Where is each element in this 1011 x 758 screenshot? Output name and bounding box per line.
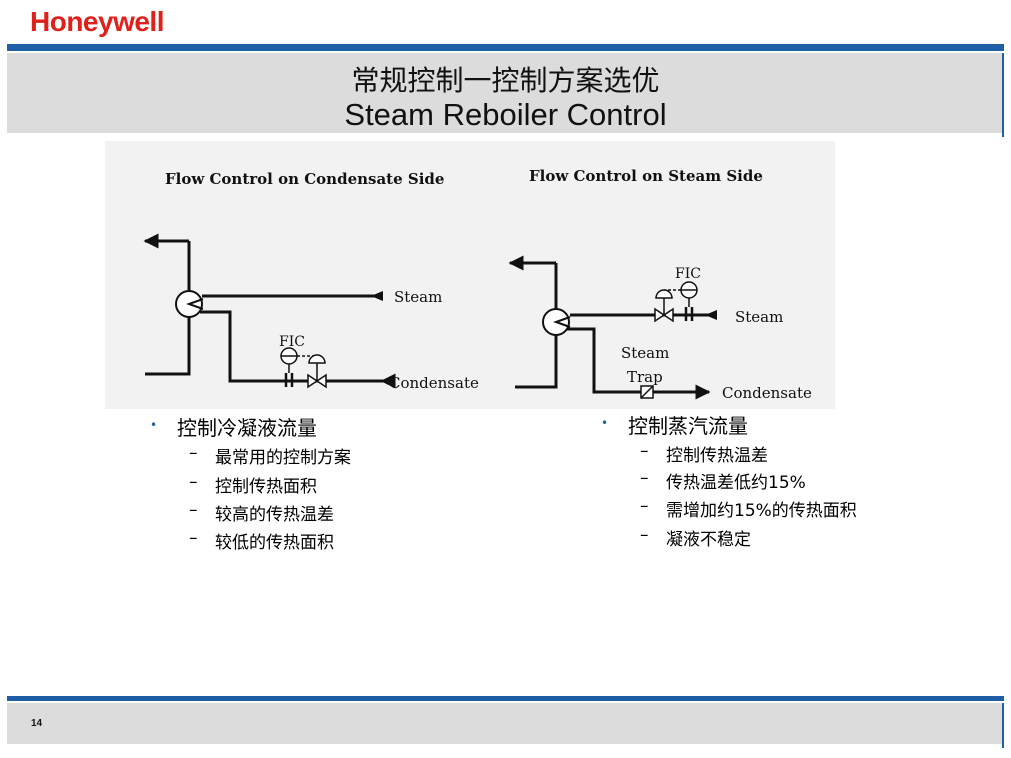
left-main-bullet: • 控制冷凝液流量	[150, 412, 317, 441]
honeywell-logo: Honeywell	[30, 6, 164, 37]
left-fic-label: FIC	[279, 334, 305, 350]
footer-rule	[7, 696, 1004, 701]
right-fic-label: FIC	[675, 266, 701, 282]
right-steam-label: Steam	[735, 308, 783, 326]
header-rule	[7, 44, 1004, 51]
footer-right-rule	[1002, 703, 1004, 748]
right-steam-trap-label-1: Steam	[621, 344, 669, 362]
left-steam-arrowhead	[371, 291, 383, 301]
right-sub-item: –凝液不稳定	[640, 525, 751, 550]
left-main-bullet-text: 控制冷凝液流量	[177, 416, 317, 440]
right-condensate-label: Condensate	[722, 384, 812, 402]
left-sub-item: –较高的传热温差	[189, 500, 334, 525]
right-sub-item: –控制传热温差	[640, 441, 768, 466]
diagram-panel	[105, 141, 835, 409]
left-sub-item: –控制传热面积	[189, 472, 317, 497]
right-sub-item: –需增加约15%的传热面积	[640, 496, 857, 521]
steam-trap-icon	[640, 385, 654, 399]
page-title-cn: 常规控制一控制方案选优	[351, 64, 660, 97]
reboiler-diagram: Flow Control on Condensate Side Steam FI…	[143, 167, 812, 402]
page-title-en: Steam Reboiler Control	[344, 97, 667, 132]
left-diagram-heading: Flow Control on Condensate Side	[165, 170, 444, 188]
title-band: 常规控制一控制方案选优 Steam Reboiler Control	[7, 53, 1004, 133]
left-reboiler-pump-icon	[175, 290, 204, 318]
right-fic-instrument	[664, 281, 698, 321]
right-steam-trap-label-2: Trap	[627, 368, 663, 386]
left-sub-item: –最常用的控制方案	[189, 443, 351, 468]
right-sub-item: –传热温差低约15%	[640, 468, 806, 493]
right-main-bullet: • 控制蒸汽流量	[601, 410, 748, 439]
right-reboiler-pump-icon	[542, 308, 571, 336]
right-steam-arrowhead	[705, 310, 717, 320]
header-right-rule	[1002, 53, 1004, 137]
right-control-valve-icon	[654, 289, 674, 323]
footer-band: 14	[7, 703, 1004, 744]
left-control-valve-icon	[307, 354, 327, 389]
left-fic-instrument	[280, 347, 317, 387]
page-number: 14	[31, 718, 43, 729]
right-diagram-heading: Flow Control on Steam Side	[529, 167, 763, 185]
left-steam-label: Steam	[394, 288, 442, 306]
left-condensate-label: Condensate	[389, 374, 479, 392]
bullet-dot-icon: •	[601, 416, 609, 430]
bullet-dot-icon: •	[150, 418, 158, 432]
left-sub-item: –较低的传热面积	[189, 528, 334, 553]
right-main-bullet-text: 控制蒸汽流量	[628, 414, 748, 438]
